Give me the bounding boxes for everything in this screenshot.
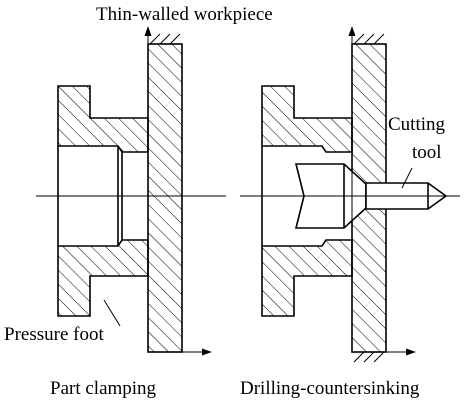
right-plate-hatch-stubs xyxy=(353,33,385,45)
left-horizontal-arrowhead xyxy=(202,348,212,356)
label-thin-walled-workpiece: Thin-walled workpiece xyxy=(96,4,273,25)
pressure-foot-leader xyxy=(103,299,121,327)
label-cutting: Cutting xyxy=(388,114,446,135)
left-assembly xyxy=(36,26,226,356)
cutting-tool-leader xyxy=(401,167,413,189)
left-plate-hatch-stubs xyxy=(149,33,181,45)
right-assembly xyxy=(240,26,460,363)
right-vertical-arrowhead xyxy=(348,26,356,36)
right-horizontal-arrowhead xyxy=(406,348,416,356)
label-tool: tool xyxy=(412,142,442,163)
right-pressure-foot-upper xyxy=(261,85,353,153)
right-pressure-foot-lower xyxy=(261,239,353,317)
caption-drilling-countersinking: Drilling-countersinking xyxy=(240,378,420,399)
left-vertical-arrowhead xyxy=(144,26,152,36)
caption-part-clamping: Part clamping xyxy=(50,378,157,399)
left-pressure-foot-upper xyxy=(57,85,149,153)
right-plate-bottom-stubs xyxy=(353,351,385,363)
left-workpiece-plate xyxy=(147,43,183,353)
label-pressure-foot: Pressure foot xyxy=(4,324,104,345)
left-pressure-foot-lower xyxy=(57,239,149,317)
